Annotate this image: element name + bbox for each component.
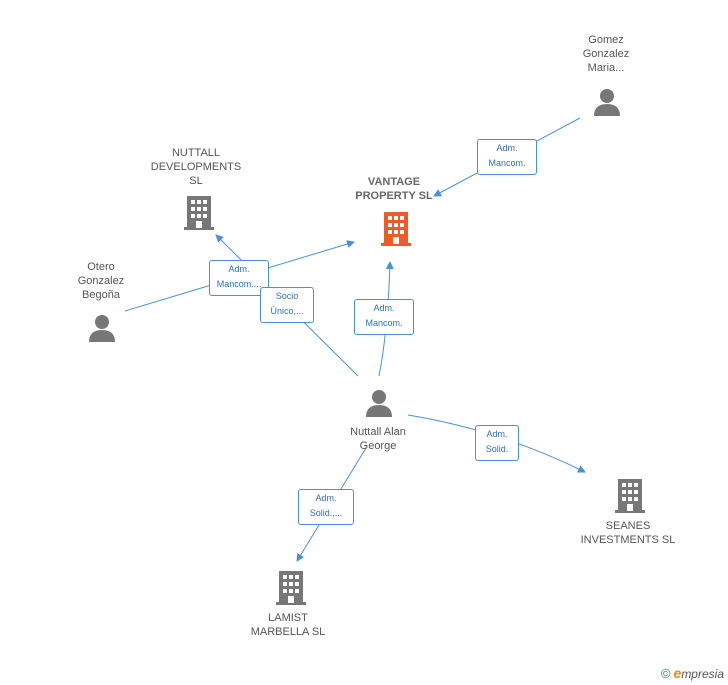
node-label-nuttall-alan[interactable]: Nuttall Alan George xyxy=(350,426,406,452)
person-icon[interactable] xyxy=(594,89,620,116)
edge-label-alan-lamist[interactable]: Adm. Solid.,... xyxy=(298,489,354,525)
node-label-seanes[interactable]: SEANES INVESTMENTS SL xyxy=(580,520,676,546)
empresia-logo-initial: e xyxy=(673,665,682,681)
empresia-footer[interactable]: ©empresia xyxy=(661,665,724,681)
edge-label-alan-vantage[interactable]: Adm. Mancom. xyxy=(354,299,414,335)
building-icon[interactable] xyxy=(615,479,645,513)
building-icon-focus[interactable] xyxy=(381,212,411,246)
node-label-lamist[interactable]: LAMIST MARBELLA SL xyxy=(250,612,326,638)
node-label-gomez[interactable]: Gomez Gonzalez Maria... xyxy=(582,34,630,74)
node-label-otero[interactable]: Otero Gonzalez Begoña xyxy=(77,261,125,301)
node-label-vantage[interactable]: VANTAGE PROPERTY SL xyxy=(355,176,433,202)
building-icon[interactable] xyxy=(276,571,306,605)
person-icon[interactable] xyxy=(366,390,392,417)
empresia-logo-text: mpresia xyxy=(681,667,724,681)
person-icon[interactable] xyxy=(89,315,115,342)
edge-label-gomez-vantage[interactable]: Adm. Mancom. xyxy=(477,139,537,175)
edge-label-alan-nuttall-dev[interactable]: Socio Único,... xyxy=(260,287,314,323)
edge-label-otero-vantage[interactable]: Adm. Mancom.... xyxy=(209,260,269,296)
copyright-symbol: © xyxy=(660,666,671,681)
node-label-nuttall-developments[interactable]: NUTTALL DEVELOPMENTS SL xyxy=(150,147,242,187)
edge-label-alan-seanes[interactable]: Adm. Solid. xyxy=(475,425,519,461)
building-icon[interactable] xyxy=(184,196,214,230)
